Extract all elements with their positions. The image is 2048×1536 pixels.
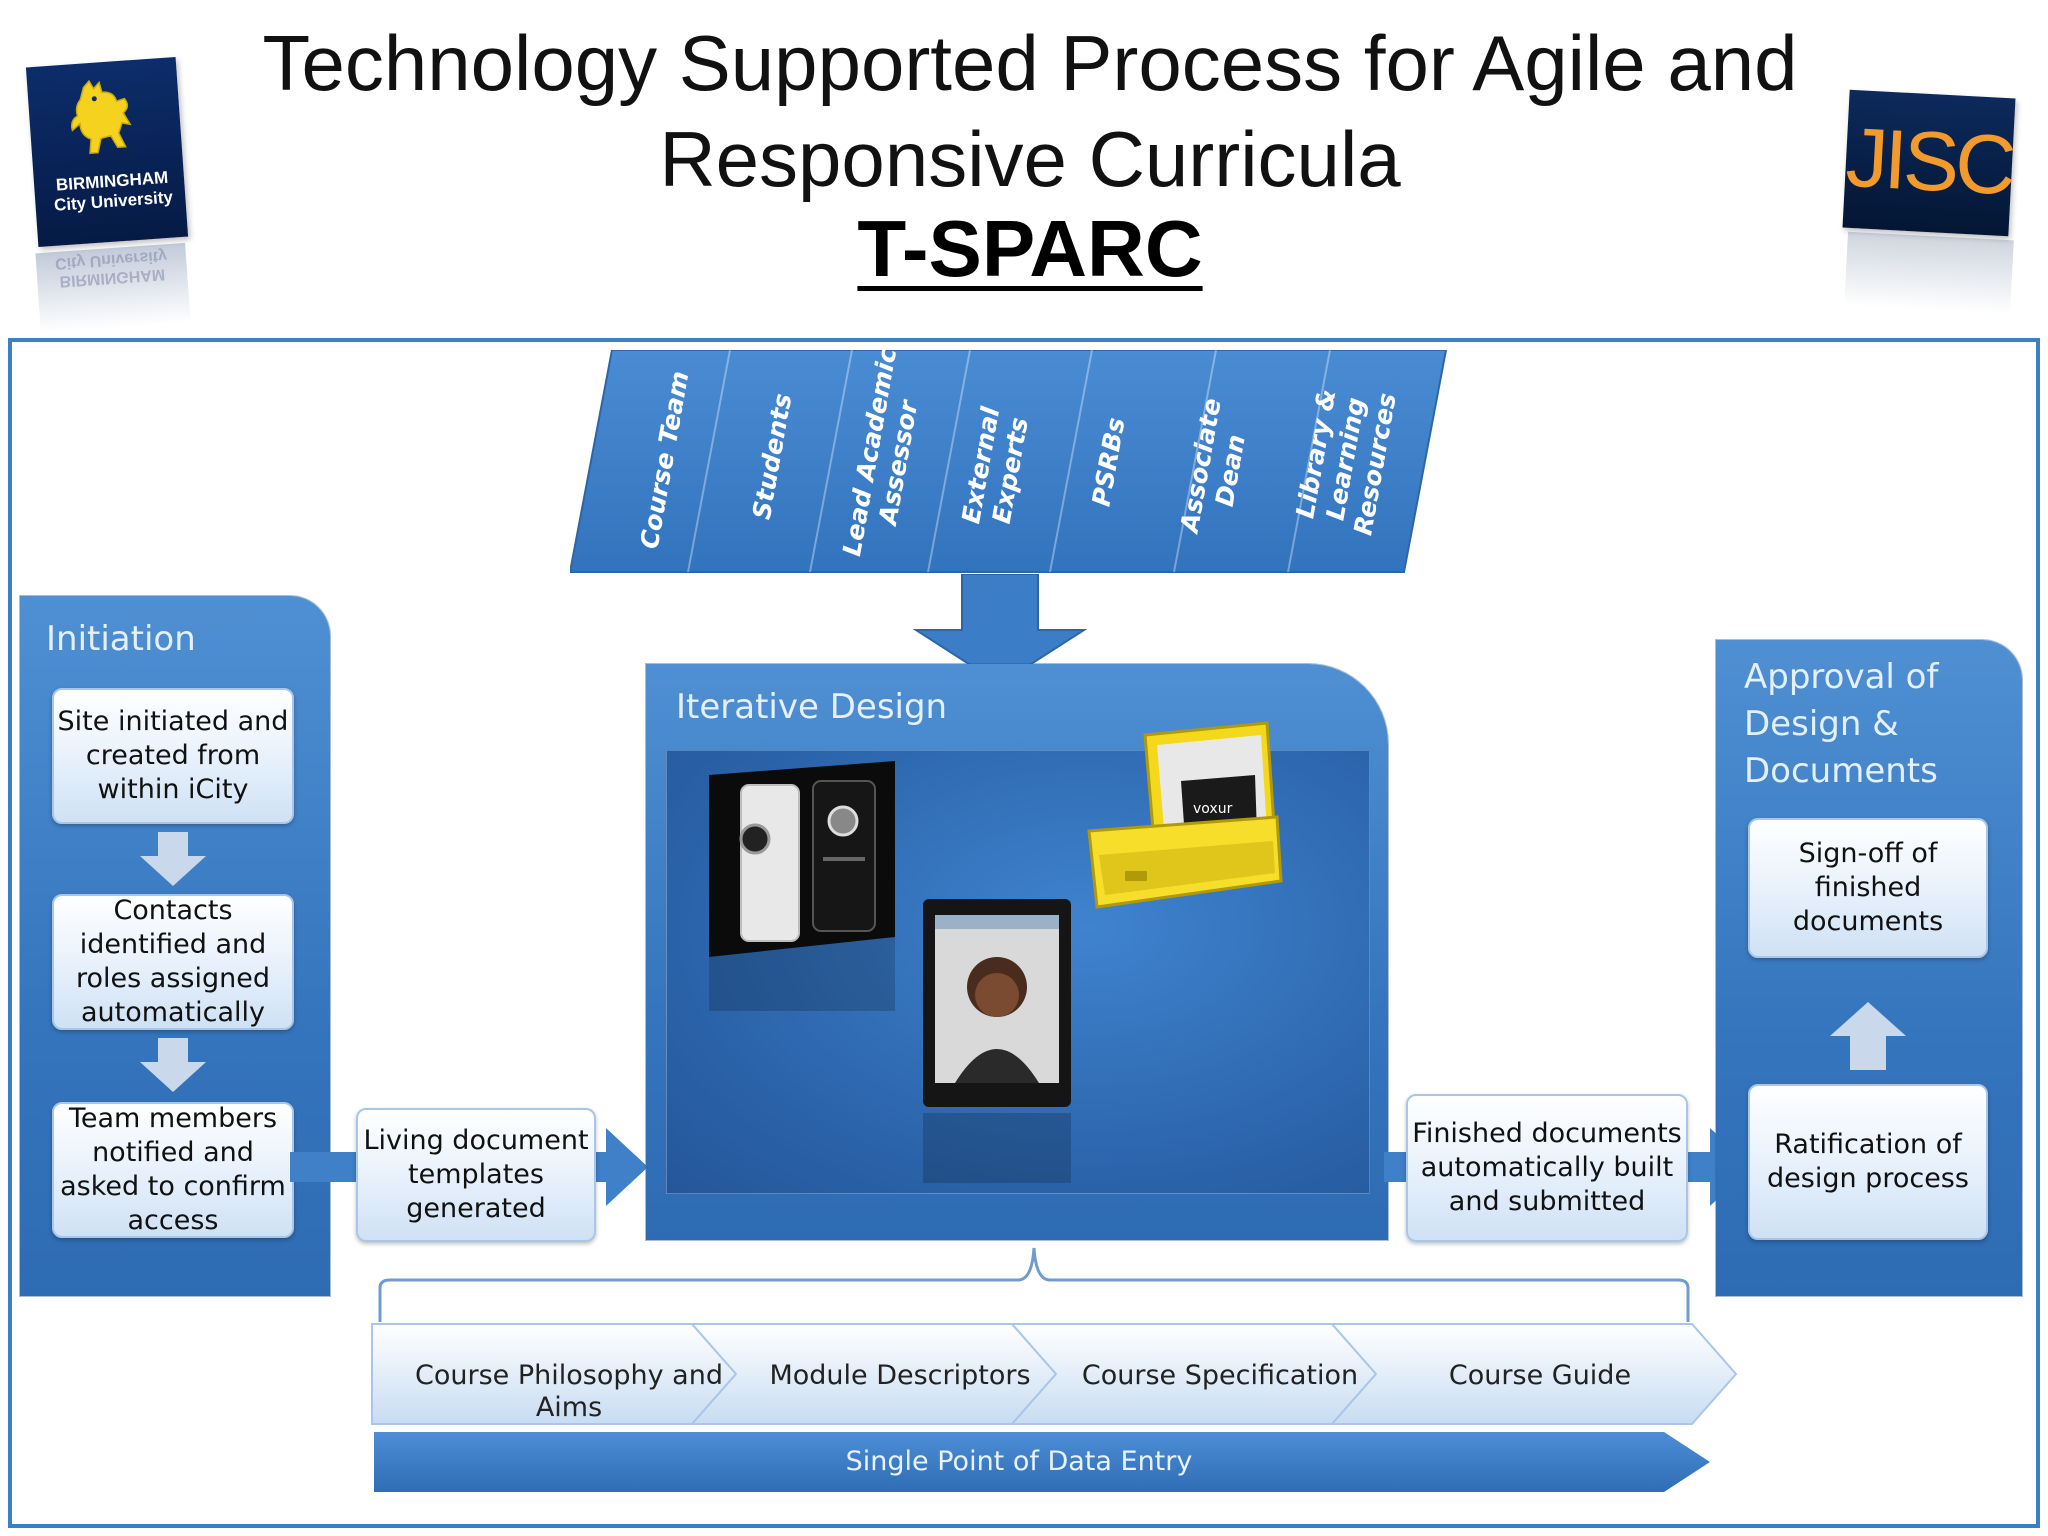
signoff-card: Sign-off of finished documents	[1748, 818, 1988, 958]
ratification-card: Ratification of design process	[1748, 1084, 1988, 1240]
single-entry-label: Single Point of Data Entry	[845, 1446, 1193, 1477]
living-templates-card: Living document templates generated	[356, 1108, 596, 1242]
bcu-logo-text: BIRMINGHAM City University	[53, 167, 174, 215]
approval-title-line-1: Approval of	[1744, 657, 1939, 697]
finished-documents-card: Finished documents automatically built a…	[1406, 1094, 1688, 1242]
video-camera-image	[709, 761, 895, 1011]
voxur-case-image: voxur	[1087, 721, 1283, 909]
bcu-logo: BIRMINGHAM City University	[25, 56, 189, 248]
voxur-brand-text: voxur	[1193, 801, 1233, 817]
initiation-step-team: Team members notified and asked to confi…	[52, 1102, 294, 1238]
document-chevrons	[371, 1323, 1738, 1425]
initiation-arrow-1	[140, 832, 206, 886]
stakeholder-down-arrow	[912, 574, 1088, 686]
bcu-reflection-text: BIRMINGHAM City University	[54, 247, 168, 290]
jisc-logo-text: JISC	[1843, 109, 2015, 213]
stakeholder-banner: Course Team Students Lead Academic Asses…	[570, 346, 1450, 576]
initiation-step-site: Site initiated and created from within i…	[52, 688, 294, 824]
doc-module-descriptors: Module Descriptors	[769, 1360, 1031, 1391]
single-entry-arrow	[374, 1432, 1710, 1492]
jisc-logo-reflection	[1844, 231, 2014, 315]
title-line-2: Responsive Curricula	[659, 115, 1401, 203]
documents-brace	[378, 1247, 1690, 1322]
iterative-design-title: Iterative Design	[676, 687, 948, 727]
approval-up-arrow	[1830, 1002, 1906, 1070]
bcu-logo-reflection: BIRMINGHAM City University	[35, 242, 191, 334]
tablet-image	[923, 899, 1071, 1183]
doc-course-philosophy: Course Philosophy and Aims	[415, 1360, 723, 1423]
doc-course-guide: Course Guide	[1448, 1360, 1632, 1391]
jisc-logo: JISC	[1842, 89, 2016, 237]
initiation-title: Initiation	[46, 619, 196, 659]
iterative-design-media-area: voxur	[666, 721, 1370, 1194]
initiation-step-contacts: Contacts identified and roles assigned a…	[52, 894, 294, 1030]
doc-course-specification: Course Specification	[1081, 1360, 1359, 1391]
title-line-1: Technology Supported Process for Agile a…	[262, 19, 1798, 107]
initiation-arrow-2	[140, 1038, 206, 1092]
lion-icon	[70, 79, 132, 154]
stakeholder-banner-shape	[570, 350, 1448, 573]
iterative-design-panel: Iterative Design voxur	[646, 664, 1388, 1240]
approval-panel: Approval of Design & Documents Sign-off …	[1716, 640, 2022, 1296]
initiation-panel: Initiation Site initiated and created fr…	[20, 596, 330, 1296]
approval-title-line-3: Documents	[1744, 751, 1938, 791]
approval-title-line-2: Design &	[1744, 704, 1899, 744]
acronym-title: T-SPARC	[857, 204, 1203, 293]
